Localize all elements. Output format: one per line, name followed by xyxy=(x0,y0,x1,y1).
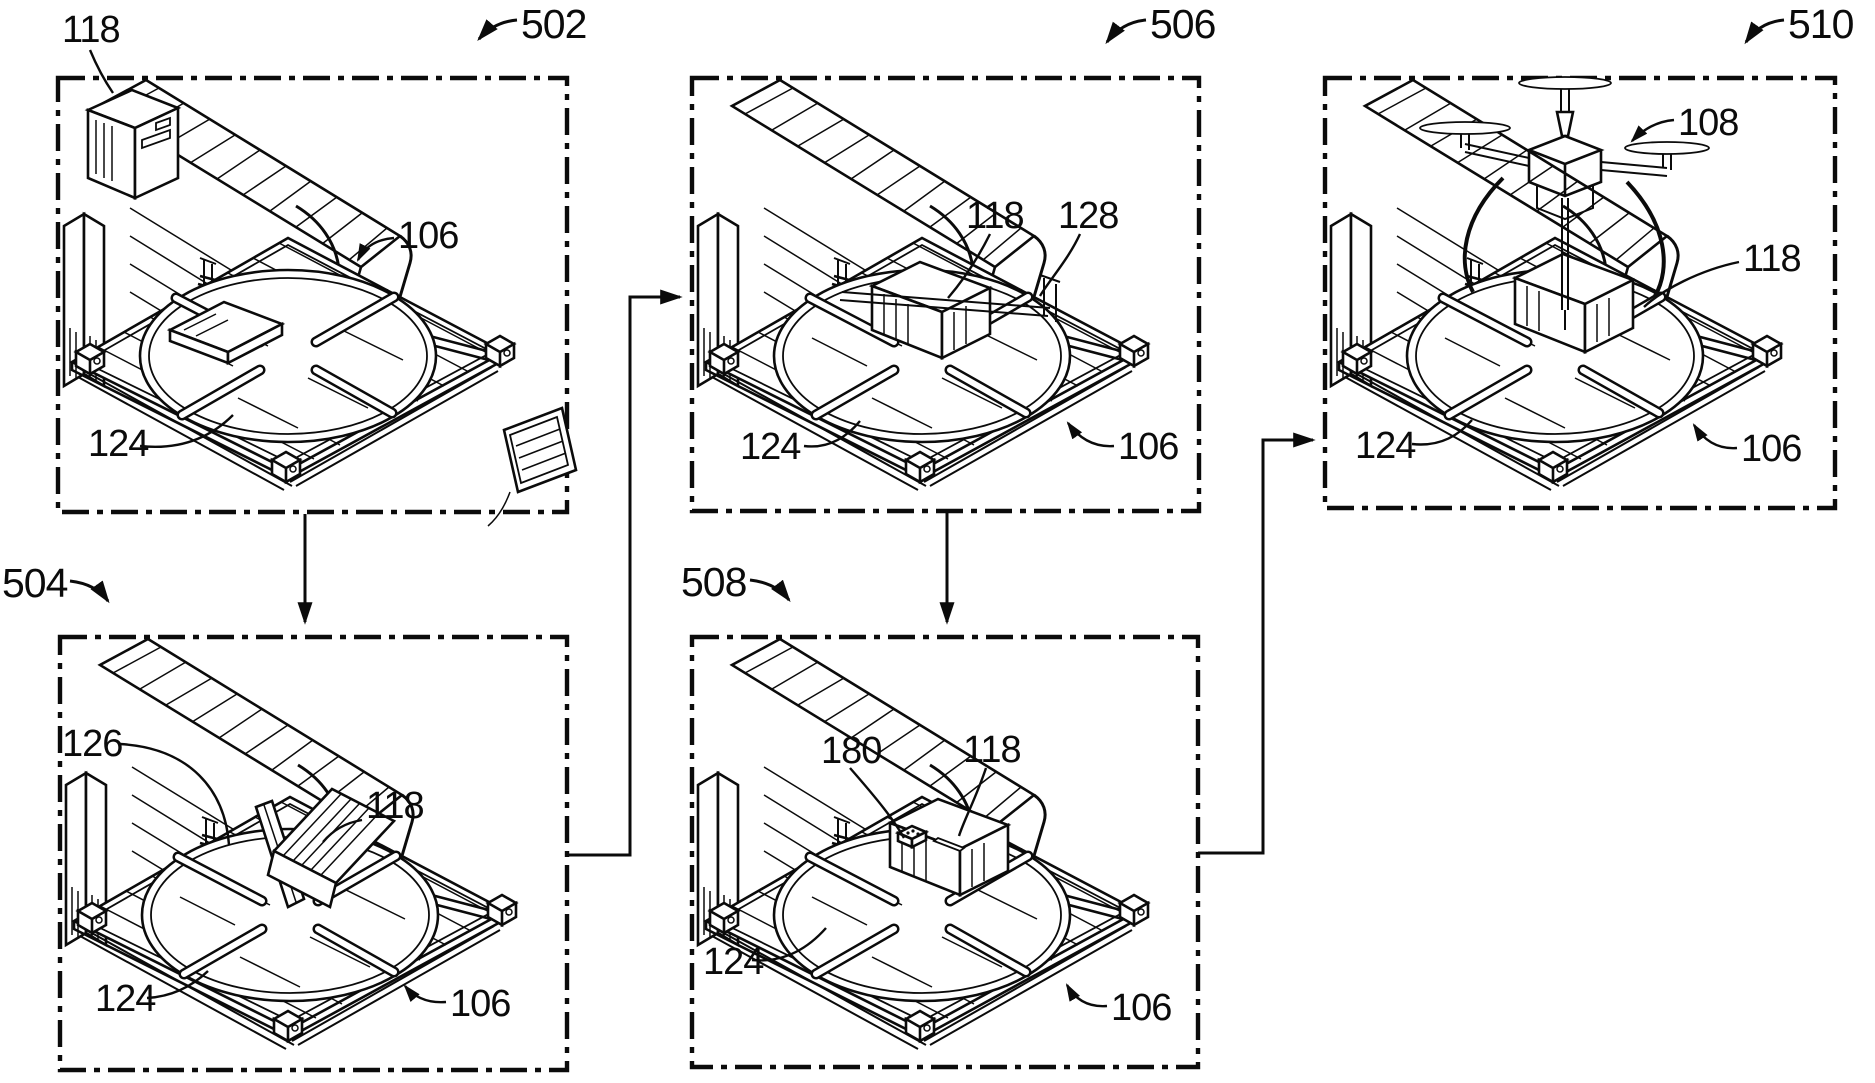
ref-502-118: 118 xyxy=(62,9,120,51)
step-label-506: 506 xyxy=(1150,1,1215,47)
ref-510-106: 106 xyxy=(1741,428,1801,470)
leader-506-106 xyxy=(1066,421,1115,448)
panel-504-content xyxy=(254,787,397,909)
leader-504-118 xyxy=(322,818,363,843)
package-box xyxy=(1511,252,1637,355)
ref-510-124: 124 xyxy=(1355,425,1416,467)
panel-502-border xyxy=(55,75,570,515)
outfeed-tray xyxy=(487,406,578,527)
ref-504-124: 124 xyxy=(95,978,156,1020)
ref-504-126: 126 xyxy=(62,723,122,765)
ref-502-106: 106 xyxy=(398,215,458,257)
leader-502-106 xyxy=(356,236,395,262)
leader-510-106 xyxy=(1692,423,1738,450)
step-502-arrow xyxy=(477,18,518,42)
step-label-504: 504 xyxy=(2,560,68,606)
step-504-arrow xyxy=(69,579,110,604)
ref-506-106: 106 xyxy=(1118,426,1178,468)
ref-504-118: 118 xyxy=(366,785,424,827)
leader-508-180 xyxy=(849,767,906,839)
ref-508-180: 180 xyxy=(821,730,881,772)
leader-510-124 xyxy=(1411,419,1473,446)
leader-508-118 xyxy=(957,767,988,837)
panel-510-content xyxy=(1419,76,1710,355)
step-label-510: 510 xyxy=(1788,1,1854,47)
step-506-arrow xyxy=(1105,18,1147,45)
panel-506-border xyxy=(689,75,1202,514)
ref-504-106: 106 xyxy=(450,983,510,1025)
step-508-arrow xyxy=(749,578,791,603)
ref-508-106: 106 xyxy=(1111,987,1171,1029)
ref-502-124: 124 xyxy=(88,423,149,465)
leader-502-124 xyxy=(139,414,234,448)
arrow-504-to-506 xyxy=(567,289,683,857)
leader-508-106 xyxy=(1065,983,1108,1008)
drone xyxy=(1419,76,1710,297)
leader-510-108 xyxy=(1630,118,1675,143)
leader-506-124 xyxy=(803,420,861,448)
ref-510-118: 118 xyxy=(1743,238,1801,280)
leader-508-124 xyxy=(751,927,827,962)
ref-510-108: 108 xyxy=(1678,102,1738,144)
ref-506-128: 128 xyxy=(1058,195,1118,237)
ref-506-124: 124 xyxy=(740,426,801,468)
step-510-arrow xyxy=(1744,18,1785,45)
alignment-bar xyxy=(839,274,1061,322)
panel-508-content xyxy=(886,797,1012,898)
step-label-508: 508 xyxy=(681,559,747,605)
ref-508-124: 124 xyxy=(703,941,764,983)
ref-506-118: 118 xyxy=(966,195,1024,237)
label-printer xyxy=(84,88,182,201)
leader-502-118 xyxy=(88,49,114,94)
ref-508-118: 118 xyxy=(963,729,1021,771)
arrow-508-to-510 xyxy=(1198,432,1316,855)
leader-510-118 xyxy=(1643,260,1740,308)
leader-506-118 xyxy=(947,233,992,299)
leader-504-124 xyxy=(146,970,209,1000)
leader-506-128 xyxy=(1038,233,1082,297)
step-label-502: 502 xyxy=(521,1,586,47)
beacon-module xyxy=(894,824,930,850)
leader-504-126 xyxy=(119,742,231,846)
flat-package xyxy=(166,300,286,366)
panel-502-content xyxy=(84,88,578,527)
leader-504-106 xyxy=(403,984,447,1004)
panel-506-content xyxy=(839,260,1061,361)
